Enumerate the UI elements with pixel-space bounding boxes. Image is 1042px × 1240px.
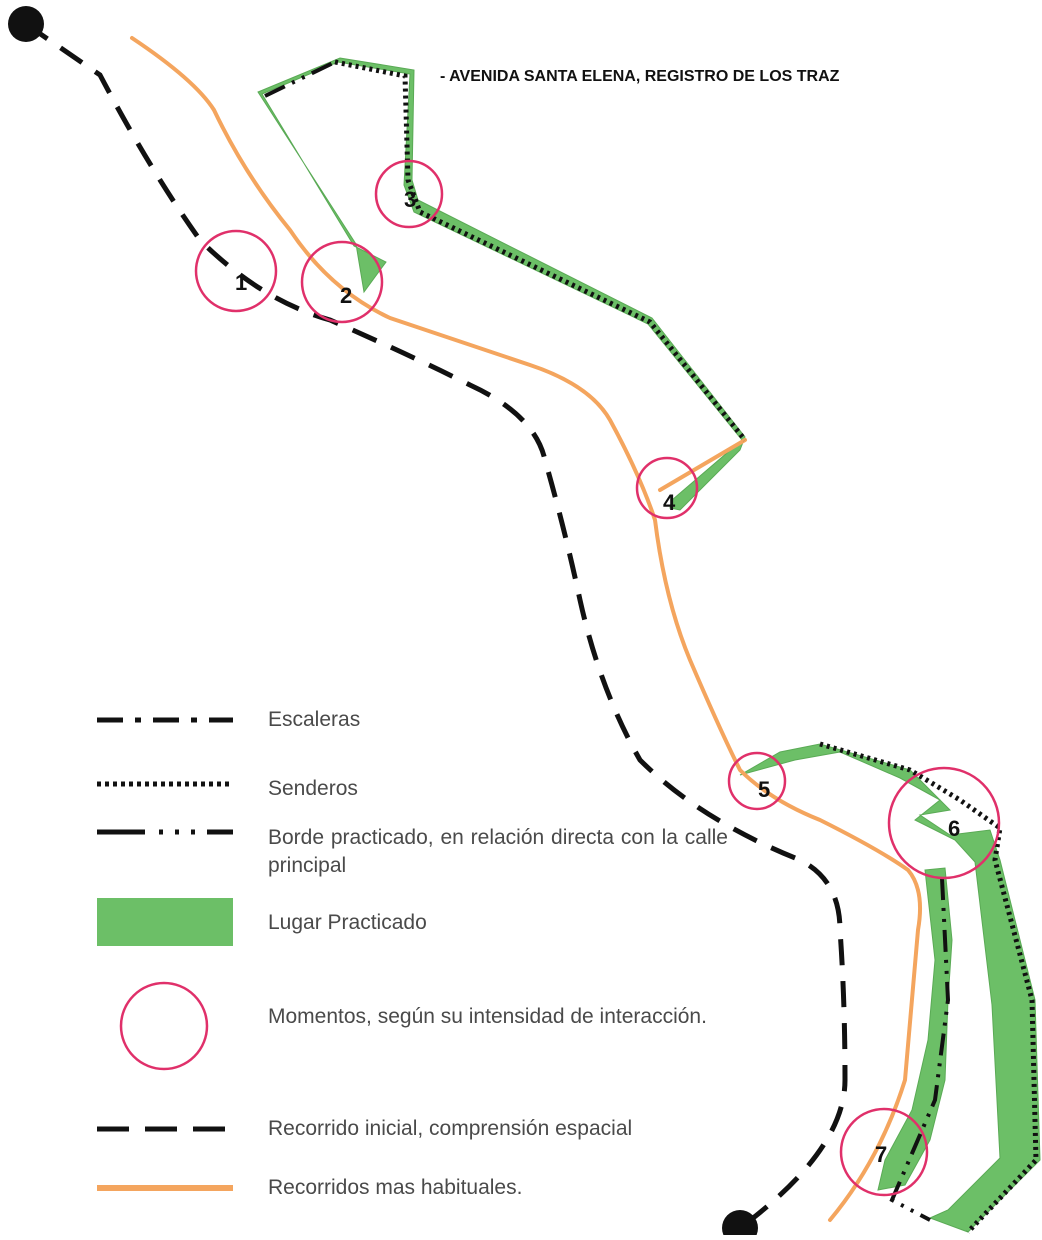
moment-label-3: 3: [404, 187, 416, 212]
moment-circle-5: [727, 751, 787, 811]
practiced-places: [257, 57, 1041, 1233]
practiced-place-inner-strip: [877, 867, 953, 1191]
senderos: [334, 59, 1039, 1234]
usual-route-branch: [658, 438, 747, 492]
route-end-dot: [722, 1210, 758, 1240]
moment-label-5: 5: [758, 777, 770, 802]
legend-label-initial-route: Recorrido inicial, comprensión espacial: [268, 1117, 633, 1140]
practiced-edge-east: [889, 877, 951, 1222]
moment-circle-2: [300, 240, 384, 324]
legend-symbol-practiced-place: [97, 898, 233, 946]
usual-route-main: [130, 36, 922, 1222]
moment-label-6: 6: [948, 816, 960, 841]
moment-label-7: 7: [875, 1142, 887, 1167]
sendero-north: [334, 59, 747, 442]
usual-routes: [130, 36, 922, 1222]
moment-circle-6: [887, 766, 1001, 880]
legend-label-paths: Senderos: [268, 777, 358, 800]
moment-circle-4: [635, 456, 699, 520]
practiced-place-north: [257, 57, 746, 511]
sendero-east: [819, 741, 1039, 1234]
moment-circle-7: [839, 1107, 929, 1197]
legend-label-practiced-edge: Borde practicado, en relación directa co…: [268, 826, 728, 877]
initial-route: [8, 6, 848, 1240]
legend-label-stairs: Escaleras: [268, 708, 361, 731]
moment-circle-1: [194, 229, 278, 313]
moment-circles: [194, 159, 1001, 1197]
moment-label-2: 2: [340, 283, 352, 308]
moment-circle-3: [374, 159, 444, 229]
legend-label-practiced-place: Lugar Practicado: [268, 911, 427, 934]
practiced-edges: [264, 60, 951, 1222]
legend-symbol-moment: [119, 981, 209, 1071]
legend-label-moments: Momentos, según su intensidad de interac…: [268, 1005, 707, 1028]
initial-route-line: [24, 21, 848, 1231]
route-start-dot: [8, 6, 44, 42]
moment-labels: 1 2 3 4 5 6 7: [235, 187, 960, 1167]
legend-label-usual-routes: Recorridos mas habituales.: [268, 1176, 523, 1199]
practiced-place-east: [739, 743, 1041, 1233]
moment-label-1: 1: [235, 270, 247, 295]
practiced-edge-north: [264, 60, 336, 98]
legend-symbols: [97, 717, 233, 1191]
moment-label-4: 4: [663, 490, 676, 515]
map-title: - AVENIDA SANTA ELENA, REGISTRO DE LOS T…: [440, 68, 840, 85]
